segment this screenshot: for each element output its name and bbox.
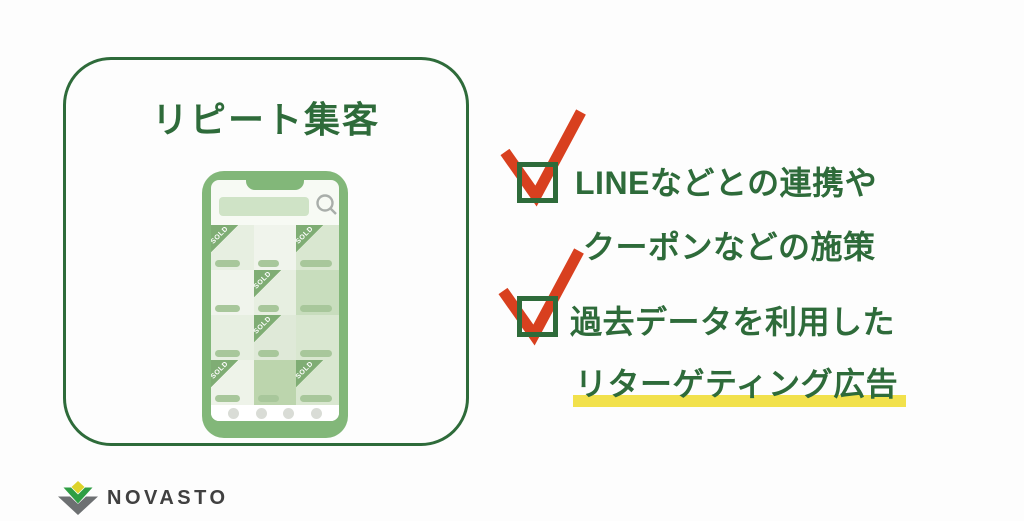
smartphone-illustration: SOLD SOLD SOLD SOLD SOLD SOLD	[202, 171, 348, 438]
card-text-placeholder	[300, 305, 332, 312]
product-card	[211, 270, 254, 315]
checklist-item-retargeting: 過去データを利用した リターゲティング広告	[488, 240, 968, 420]
product-card: SOLD	[211, 360, 254, 405]
phone-navbar	[211, 405, 339, 421]
card-text-placeholder	[215, 395, 240, 402]
card-text-placeholder	[215, 260, 240, 267]
checkbox-icon	[517, 296, 558, 337]
search-bar	[219, 197, 309, 216]
checklist-text-highlighted: リターゲティング広告	[573, 359, 907, 407]
product-card: SOLD	[295, 360, 339, 405]
card-text-placeholder	[300, 260, 332, 267]
checklist-text: 過去データを利用した	[570, 304, 896, 340]
card-text-placeholder	[257, 395, 279, 402]
product-card: SOLD	[295, 225, 339, 270]
novasto-logo: NOVASTO	[58, 481, 229, 515]
card-text-placeholder	[257, 350, 279, 357]
phone-screen: SOLD SOLD SOLD SOLD SOLD SOLD	[211, 180, 339, 421]
checkbox-icon	[517, 162, 558, 203]
phone-notch	[246, 180, 304, 190]
product-card	[296, 315, 339, 360]
card-text-placeholder	[215, 305, 240, 312]
product-card: SOLD	[252, 270, 297, 315]
product-card	[253, 225, 297, 270]
card-text-placeholder	[257, 305, 279, 312]
sold-badge: SOLD	[295, 360, 324, 387]
checklist-item-line-coupon: LINEなどとの連携や クーポンなどの施策	[490, 104, 970, 284]
checklist-text: LINEなどとの連携や	[575, 165, 878, 201]
product-card	[211, 315, 254, 360]
red-checkmark-icon	[500, 109, 586, 207]
checklist-text: クーポンなどの施策	[583, 229, 876, 265]
panel-title: リピート集客	[151, 99, 380, 140]
sold-badge: SOLD	[211, 360, 238, 387]
product-card	[253, 360, 297, 405]
nav-dot	[255, 407, 267, 419]
product-card: SOLD	[252, 315, 297, 360]
card-text-placeholder	[300, 395, 332, 402]
sold-badge: SOLD	[295, 225, 324, 252]
product-grid: SOLD SOLD SOLD SOLD SOLD SOLD	[211, 225, 339, 405]
nav-dot	[227, 407, 239, 419]
repeat-customer-panel: リピート集客 SOLD SOLD SOLD SOLD SOLD SOLD	[63, 57, 469, 446]
card-text-placeholder	[215, 350, 240, 357]
brand-name: NOVASTO	[107, 486, 229, 509]
novasto-diamond-icon	[58, 481, 98, 515]
nav-dot	[283, 407, 295, 419]
sold-badge: SOLD	[211, 225, 238, 252]
search-icon	[316, 194, 337, 215]
card-text-placeholder	[300, 350, 332, 357]
nav-dot	[311, 407, 323, 419]
product-card: SOLD	[211, 225, 254, 270]
product-card	[296, 270, 339, 315]
card-text-placeholder	[257, 260, 279, 267]
sold-badge: SOLD	[252, 315, 281, 342]
yellow-highlight: リターゲティング広告	[573, 366, 907, 407]
sold-badge: SOLD	[252, 270, 281, 297]
